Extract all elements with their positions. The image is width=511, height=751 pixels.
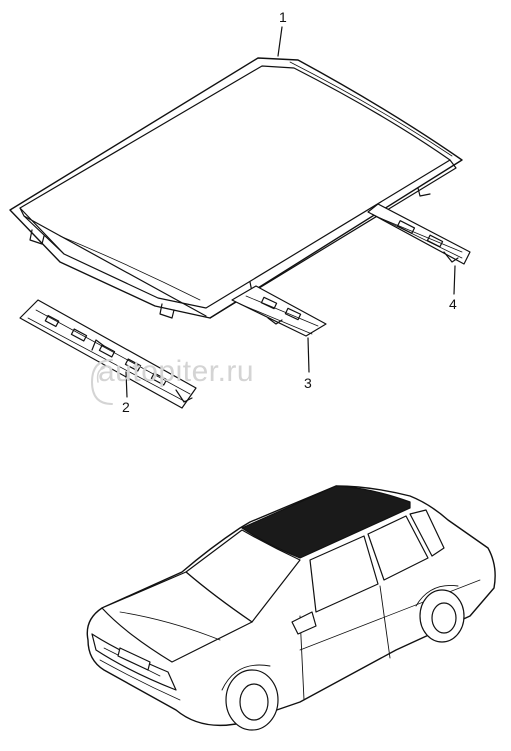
roof-bow-rear xyxy=(367,203,471,265)
leader-line-3 xyxy=(307,337,310,373)
callout-4: 4 xyxy=(449,296,457,312)
roof-panel xyxy=(9,57,463,319)
watermark-text: autopiter.ru xyxy=(98,355,255,388)
callout-2: 2 xyxy=(122,399,130,415)
leader-line-1 xyxy=(277,26,283,57)
watermark-logo xyxy=(91,359,113,405)
left-roof-rail xyxy=(19,299,197,409)
leader-line-2 xyxy=(125,371,128,398)
callout-3: 3 xyxy=(304,375,312,391)
leader-line-4 xyxy=(453,265,456,295)
roof-bow-front xyxy=(231,285,327,337)
callout-1: 1 xyxy=(279,9,287,25)
car-illustration xyxy=(86,485,496,731)
